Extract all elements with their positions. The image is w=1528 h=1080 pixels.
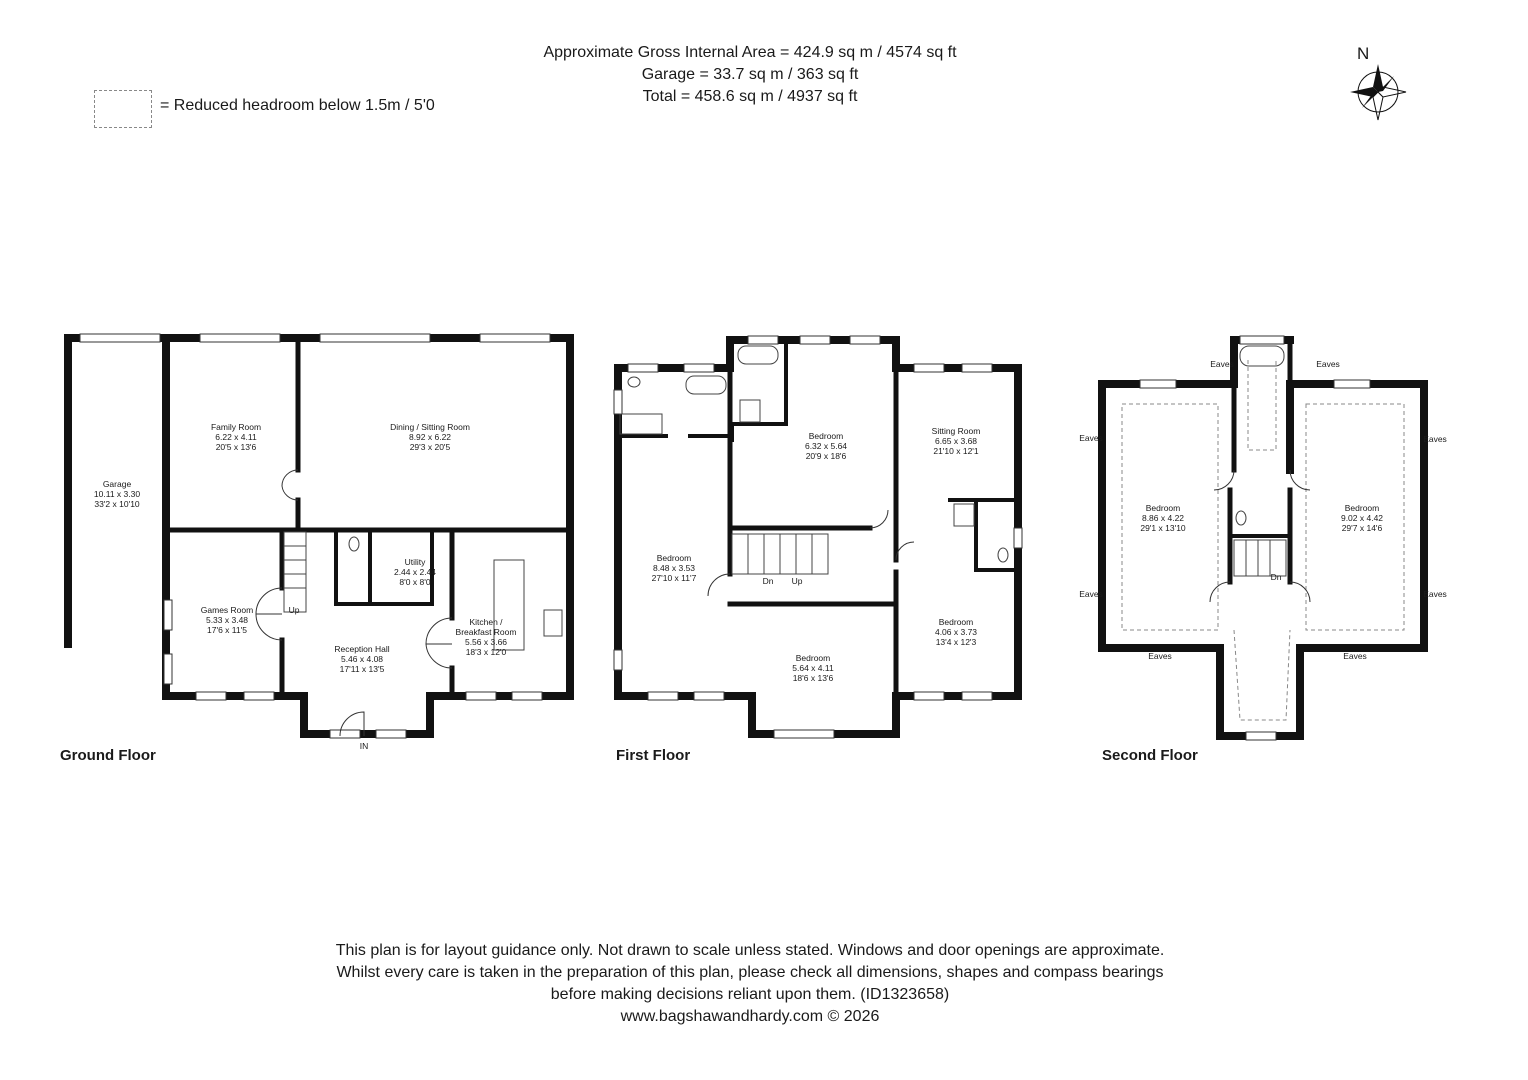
eaves-label: Eaves (1079, 433, 1103, 443)
total-area: Total = 458.6 sq m / 4937 sq ft (642, 88, 858, 105)
room-ff-bedroom-left: Bedroom 8.48 x 3.53 27'10 x 11'7 (652, 553, 697, 583)
ground-floor-walls (64, 334, 574, 738)
room-imperial: 13'4 x 12'3 (935, 637, 977, 647)
room-name: Dining / Sitting Room (390, 422, 470, 432)
compass-north-label: N (1357, 44, 1370, 63)
room-metric: 6.32 x 5.64 (804, 441, 848, 451)
room-ff-bedroom-top: Bedroom 6.32 x 5.64 20'9 x 18'6 (805, 431, 847, 461)
eaves-label: Eaves (1423, 589, 1447, 599)
disclaimer-line-2: Whilst every care is taken in the prepar… (336, 964, 1164, 981)
stairs-down-label-second: Dn (1270, 572, 1282, 582)
room-imperial: 29'3 x 20'5 (409, 442, 451, 452)
room-imperial: 29'1 x 13'10 (1140, 523, 1186, 533)
disclaimer-line-1: This plan is for layout guidance only. N… (335, 942, 1165, 959)
room-kitchen-breakfast: Kitchen / Breakfast Room 5.56 x 3.66 18'… (456, 617, 517, 657)
room-sf-bedroom-right: Bedroom 9.02 x 4.42 29'7 x 14'6 (1341, 503, 1383, 533)
eaves-label: Eaves (1316, 359, 1340, 369)
room-metric: 5.56 x 3.66 (464, 637, 508, 647)
room-imperial: 17'11 x 13'5 (339, 664, 385, 674)
room-name: Bedroom (656, 553, 692, 563)
compass-rose (1350, 64, 1407, 121)
fixtures (348, 345, 1285, 651)
garage-area: Garage = 33.7 sq m / 363 sq ft (641, 66, 859, 83)
room-imperial: 29'7 x 14'6 (1341, 523, 1383, 533)
floor-label-ground: Ground Floor (60, 747, 156, 764)
room-imperial: 17'6 x 11'5 (207, 625, 247, 635)
website-copyright[interactable]: www.bagshawandhardy.com © 2026 (620, 1008, 880, 1025)
stairs-down-label: Dn (762, 576, 774, 586)
room-imperial: 20'5 x 13'6 (215, 442, 257, 452)
room-name-line2: Breakfast Room (455, 627, 517, 637)
room-imperial: 21'10 x 12'1 (933, 446, 979, 456)
eaves-label: Eaves (1343, 651, 1367, 661)
room-imperial: 27'10 x 11'7 (651, 573, 697, 583)
room-metric: 8.48 x 3.53 (652, 563, 696, 573)
room-utility: Utility 2.44 x 2.44 8'0 x 8'0 (394, 557, 436, 587)
room-dining-sitting: Dining / Sitting Room 8.92 x 6.22 29'3 x… (390, 422, 470, 452)
room-ff-sitting: Sitting Room 6.65 x 3.68 21'10 x 12'1 (932, 426, 981, 456)
room-metric: 4.06 x 3.73 (934, 627, 978, 637)
room-imperial: 8'0 x 8'0 (399, 577, 431, 587)
room-metric: 8.92 x 6.22 (408, 432, 452, 442)
first-floor-walls (614, 336, 1022, 738)
stairs-up-label-first: Up (791, 576, 803, 586)
gross-internal-area: Approximate Gross Internal Area = 424.9 … (543, 44, 957, 61)
room-name: Reception Hall (334, 644, 390, 654)
room-imperial: 18'3 x 12'0 (465, 647, 507, 657)
room-imperial: 18'6 x 13'6 (792, 673, 834, 683)
disclaimer-line-3: before making decisions reliant upon the… (550, 986, 950, 1003)
room-name: Kitchen / (469, 617, 503, 627)
room-name: Garage (102, 479, 132, 489)
door-swings (255, 469, 1311, 737)
room-metric: 8.86 x 4.22 (1141, 513, 1185, 523)
room-metric: 5.46 x 4.08 (340, 654, 384, 664)
floor-label-second: Second Floor (1102, 747, 1198, 764)
eaves-label: Eaves (1079, 589, 1103, 599)
second-floor-walls (1098, 336, 1428, 740)
room-metric: 2.44 x 2.44 (393, 567, 437, 577)
room-name: Utility (404, 557, 426, 567)
windows (79, 333, 1371, 741)
room-metric: 9.02 x 4.42 (1340, 513, 1384, 523)
room-metric: 10.11 x 3.30 (93, 489, 141, 499)
staircases (283, 531, 1287, 613)
reduced-headroom-legend-swatch (94, 90, 152, 128)
floor-label-first: First Floor (616, 747, 691, 764)
room-ff-bedroom-bottom: Bedroom 5.64 x 4.11 18'6 x 13'6 (792, 653, 833, 683)
reduced-headroom-outlines (1121, 360, 1405, 721)
room-name: Bedroom (1344, 503, 1380, 513)
room-name: Bedroom (938, 617, 974, 627)
room-ff-bedroom-right: Bedroom 4.06 x 3.73 13'4 x 12'3 (935, 617, 977, 647)
room-metric: 5.64 x 4.11 (792, 663, 834, 673)
room-reception-hall: Reception Hall 5.46 x 4.08 17'11 x 13'5 (334, 644, 389, 674)
room-name: Sitting Room (931, 426, 981, 436)
stairs-up-label: Up (288, 605, 300, 615)
room-name: Bedroom (808, 431, 844, 441)
room-metric: 6.22 x 4.11 (215, 432, 257, 442)
room-metric: 6.65 x 3.68 (934, 436, 978, 446)
room-games: Games Room 5.33 x 3.48 17'6 x 11'5 (201, 605, 253, 635)
room-imperial: 33'2 x 10'10 (94, 499, 140, 509)
room-name: Bedroom (795, 653, 831, 663)
room-name: Bedroom (1145, 503, 1181, 513)
entrance-label: IN (359, 741, 369, 751)
room-imperial: 20'9 x 18'6 (805, 451, 847, 461)
room-name: Family Room (210, 422, 262, 432)
room-name: Games Room (200, 605, 254, 615)
room-sf-bedroom-left: Bedroom 8.86 x 4.22 29'1 x 13'10 (1140, 503, 1185, 533)
eaves-label: Eaves (1148, 651, 1172, 661)
reduced-headroom-legend-text: = Reduced headroom below 1.5m / 5'0 (160, 97, 435, 114)
eaves-label: Eaves (1423, 434, 1447, 444)
eaves-label: Eaves (1210, 359, 1234, 369)
room-garage: Garage 10.11 x 3.30 33'2 x 10'10 (94, 479, 140, 509)
room-family: Family Room 6.22 x 4.11 20'5 x 13'6 (211, 422, 261, 452)
room-metric: 5.33 x 3.48 (205, 615, 249, 625)
